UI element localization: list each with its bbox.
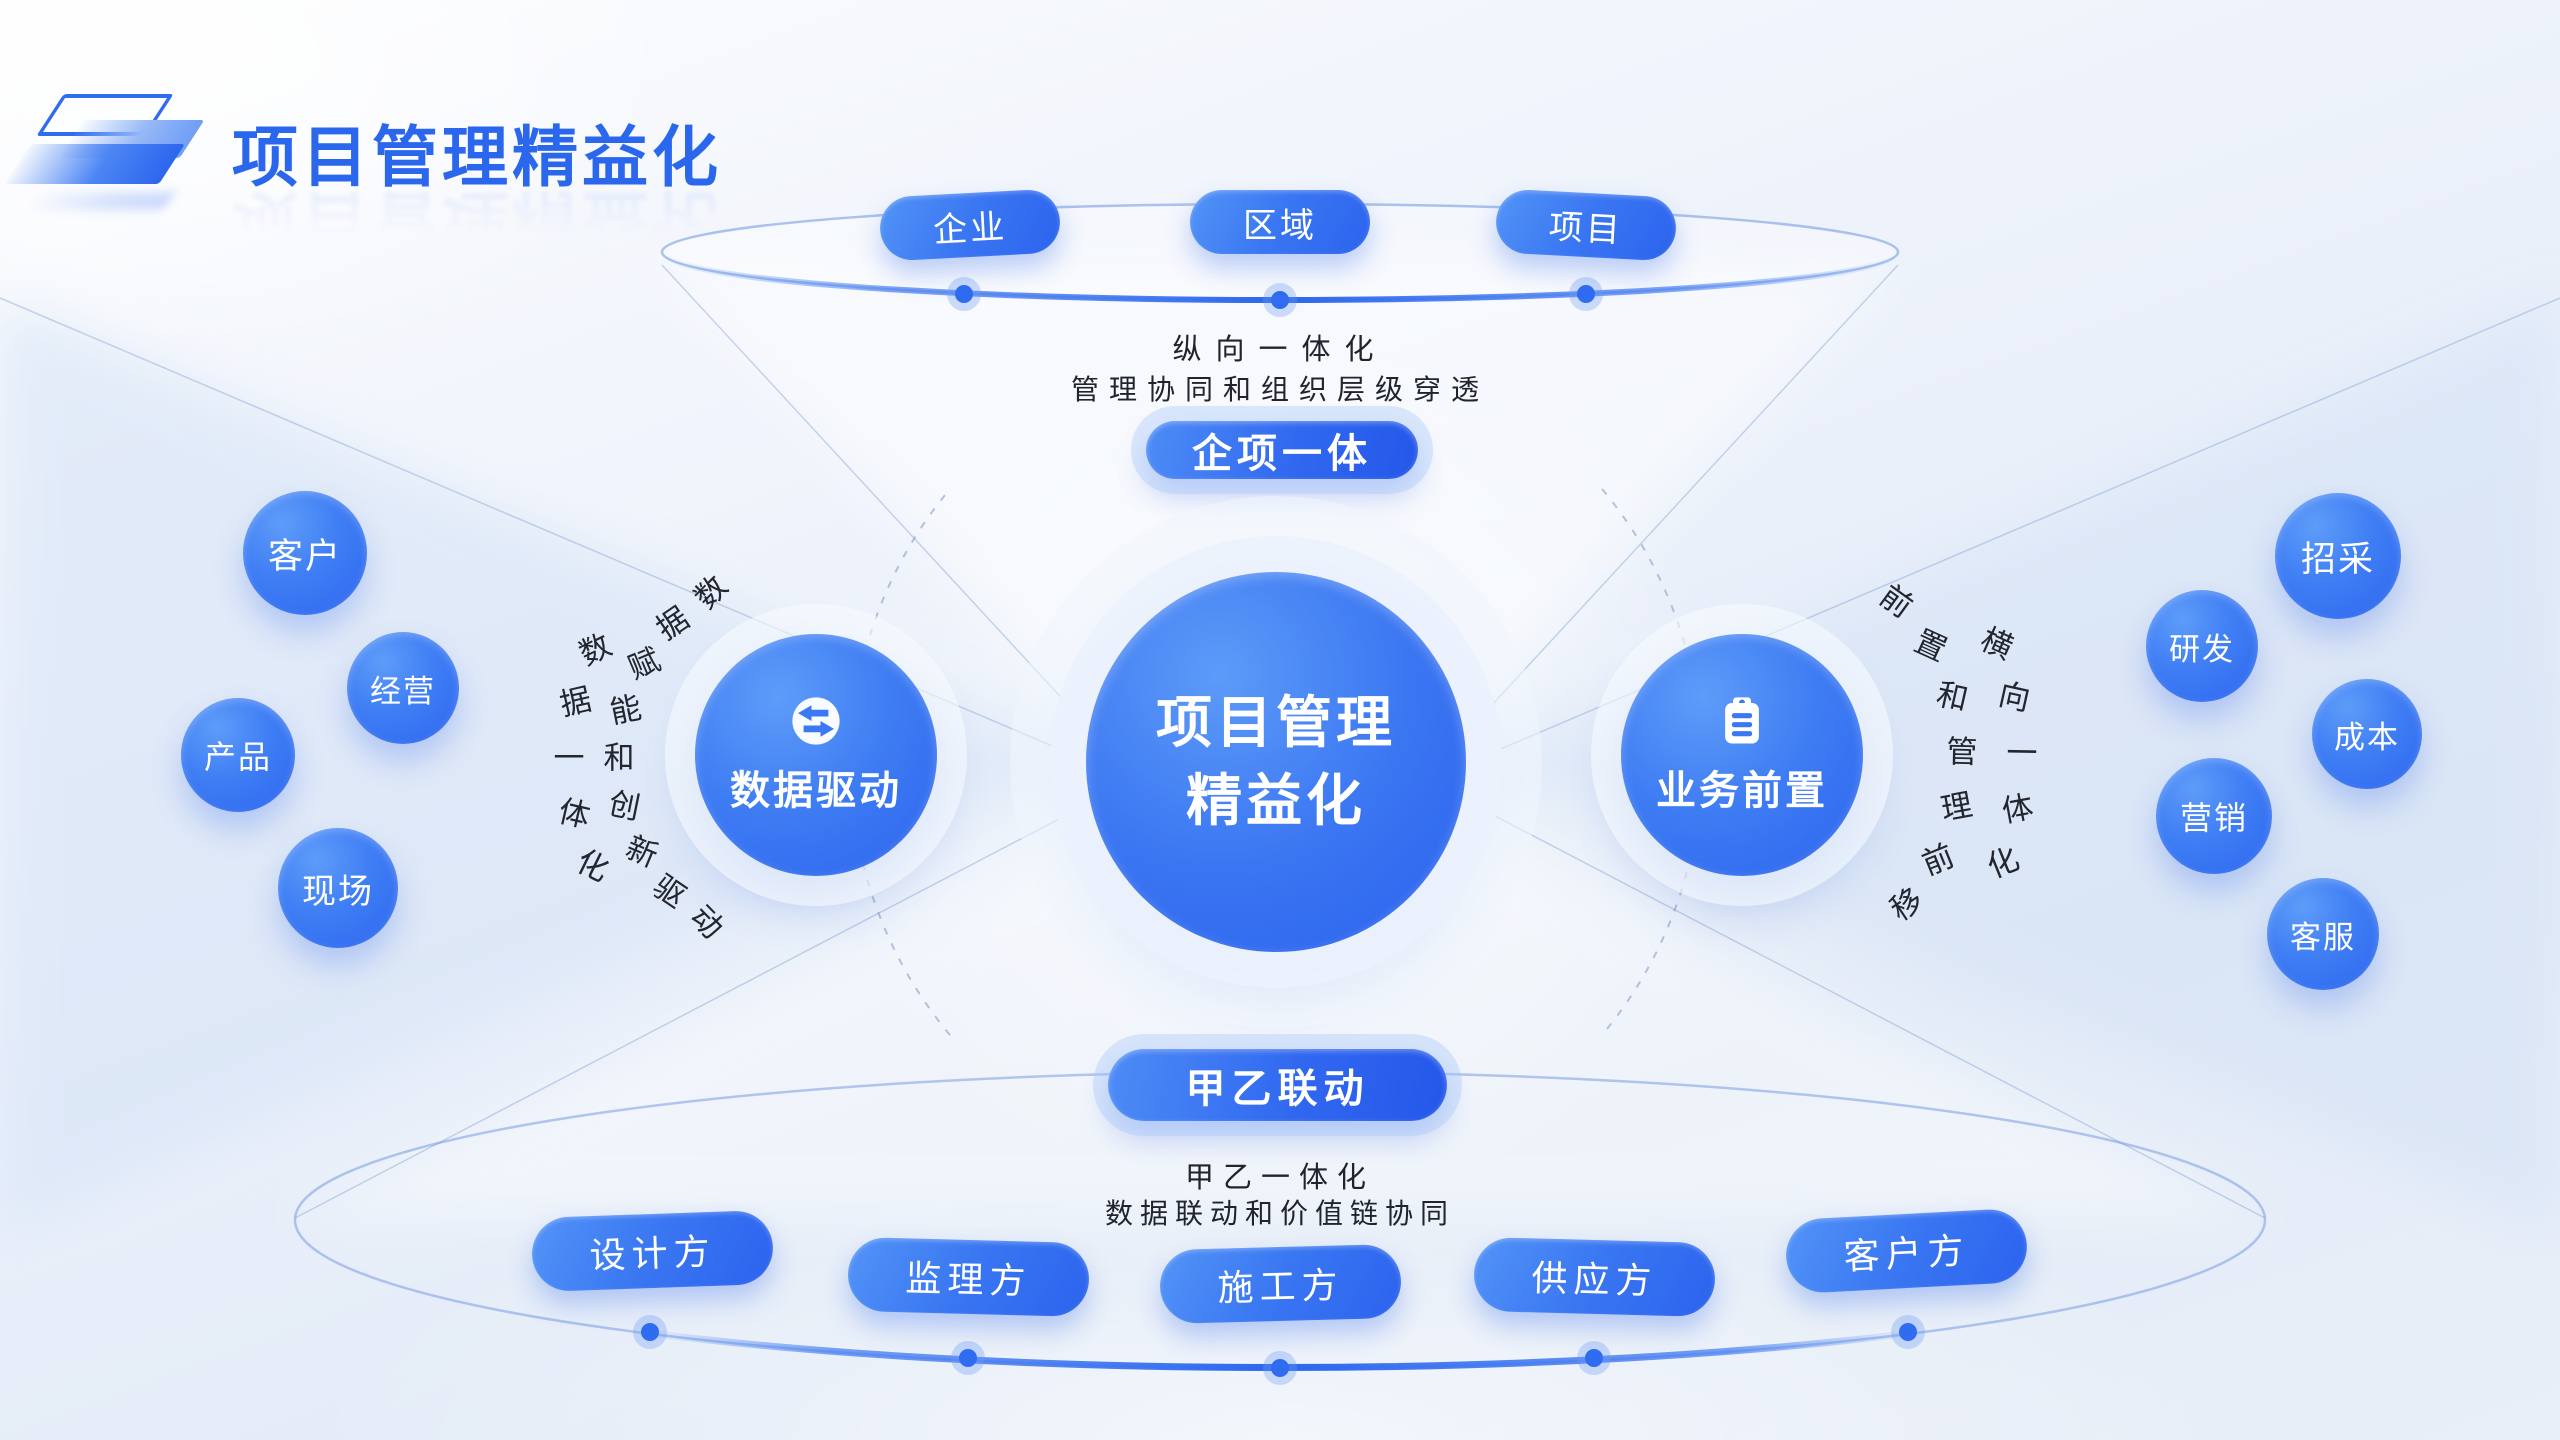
bottom-pill-0: 设计方 (530, 1209, 775, 1293)
left-bubble-2: 产品 (181, 698, 295, 812)
clipboard-icon (1725, 697, 1759, 744)
bottom-dots-dot-2 (1271, 1359, 1289, 1377)
bottom-tag-pill: 甲乙联动 (1108, 1049, 1447, 1121)
top-caption-line1: 纵向一体化 (1172, 334, 1388, 366)
bottom-arc-dots (633, 1315, 1925, 1385)
bottom-dots-dot-0 (641, 1323, 659, 1341)
speed-flag-logo-icon (5, 84, 205, 214)
left-bubble-3: 现场 (278, 828, 398, 948)
top-pill-0: 企业 (878, 188, 1062, 262)
top-arc-dots (947, 277, 1603, 317)
sync-arrows-icon (792, 697, 840, 745)
top-tag-pill: 企项一体 (1146, 421, 1418, 479)
right-bubble-3: 营销 (2156, 758, 2272, 874)
top-dots-dot-0 (955, 285, 973, 303)
data-driven-hub-circle: 数据驱动 (695, 634, 937, 876)
right-bubble-2: 成本 (2312, 679, 2422, 789)
bottom-pill-4: 客户方 (1784, 1207, 2029, 1295)
center-theme-circle: 项目管理 精益化 (1086, 572, 1466, 952)
top-dots-dot-1 (1271, 291, 1289, 309)
business-fronting-hub-label: 业务前置 (1656, 769, 1828, 813)
left-bubble-0: 客户 (243, 491, 367, 615)
dashed-orbit-arcs (849, 488, 1703, 1036)
business-fronting-hub-circle: 业务前置 (1621, 634, 1863, 876)
right-inner-arc-char-3: 管 (1945, 734, 1978, 771)
bottom-pill-2: 施工方 (1159, 1243, 1402, 1325)
bottom-pill-1: 监理方 (847, 1236, 1090, 1318)
bottom-caption-line1: 甲乙一体化 (1184, 1162, 1375, 1194)
logo-solid-shape (5, 144, 185, 184)
bottom-dots-dot-3 (1585, 1349, 1603, 1367)
page-title: 项目管理精益化 (232, 120, 722, 194)
left-inner-arc-char-4: 和 (603, 740, 635, 776)
right-bubble-1: 研发 (2146, 590, 2258, 702)
center-title-line1: 项目管理 (1156, 691, 1396, 754)
bottom-dots-dot-1 (959, 1349, 977, 1367)
top-pill-1: 区域 (1190, 190, 1370, 254)
bottom-funnel-beam (295, 815, 2265, 1218)
right-bubble-0: 招采 (2275, 493, 2401, 619)
right-outer-arc-char-2: 一 (2006, 735, 2038, 771)
page-title-reflection: 项目管理精益化 (232, 184, 722, 258)
logo-reflection (24, 192, 176, 210)
data-driven-hub-label: 数据驱动 (730, 769, 902, 813)
top-pill-2: 项目 (1494, 188, 1678, 262)
top-dots-dot-2 (1577, 285, 1595, 303)
left-outer-arc-char-2: 一 (553, 740, 585, 776)
top-caption-line2: 管理协同和组织层级穿透 (1070, 374, 1489, 405)
bottom-caption-line2: 数据联动和价值链协同 (1104, 1198, 1455, 1229)
left-bubble-1: 经营 (347, 632, 459, 744)
right-bubble-4: 客服 (2267, 878, 2379, 990)
center-title-line2: 精益化 (1186, 769, 1366, 832)
bottom-dots-dot-4 (1899, 1323, 1917, 1341)
bottom-pill-3: 供应方 (1473, 1236, 1716, 1318)
top-funnel-beam (662, 265, 1898, 735)
